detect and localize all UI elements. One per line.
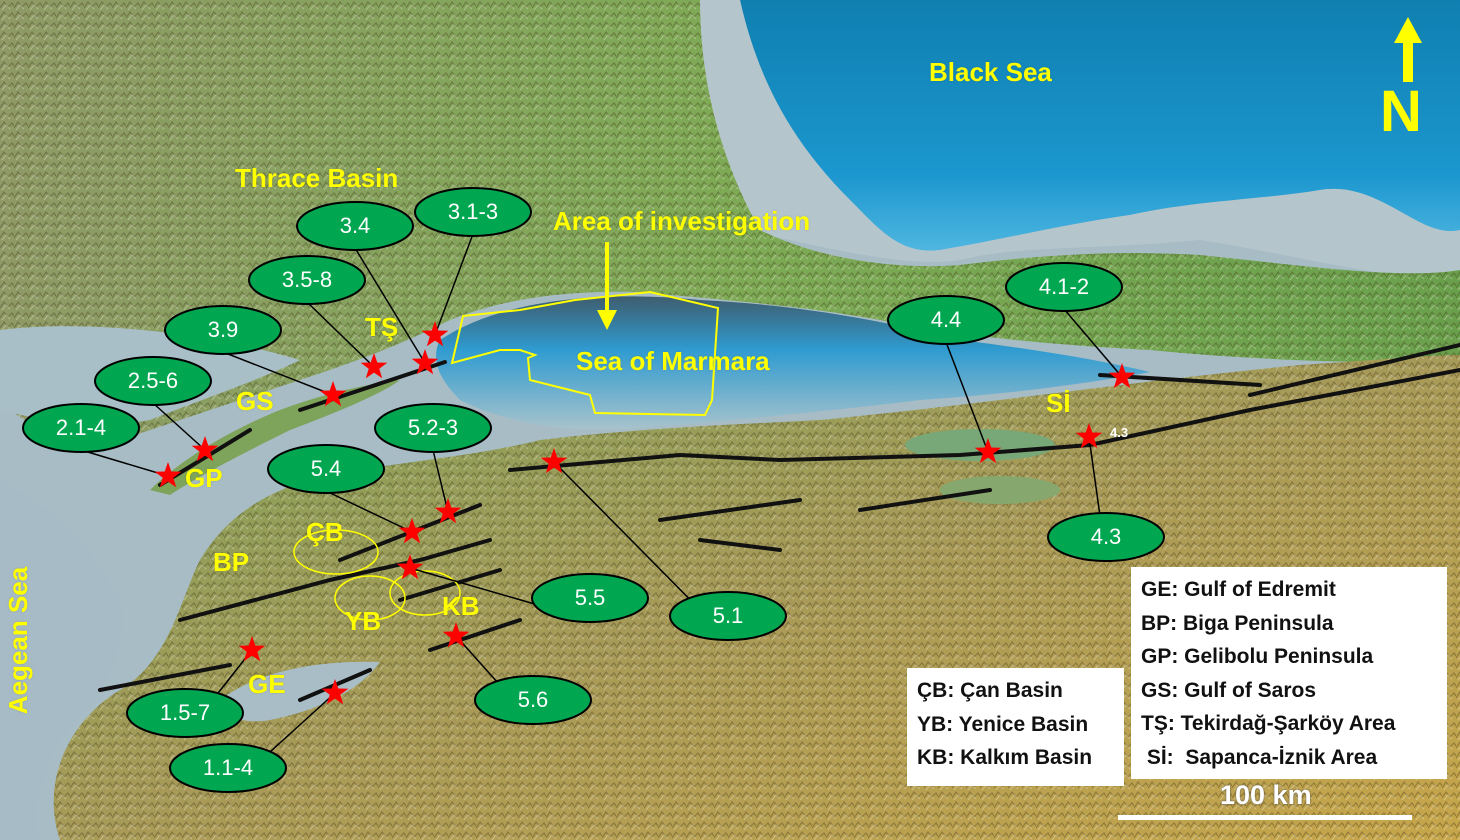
leader-line <box>1063 308 1123 378</box>
site-ellipse[interactable] <box>267 444 385 494</box>
leader-line <box>354 247 426 364</box>
legend-row: ÇB: Çan Basin <box>917 679 1063 702</box>
label-bp: BP <box>213 547 250 577</box>
site-ellipse[interactable] <box>296 201 414 251</box>
leader-line <box>945 341 989 453</box>
legend-basins: ÇB: Çan Basin YB: Yenice Basin KB: Kalkı… <box>907 668 1124 786</box>
label-black-sea: Black Sea <box>929 57 1052 87</box>
label-ts: TŞ <box>365 312 399 342</box>
leader-line <box>222 351 334 396</box>
label-sea-of-marmara: Sea of Marmara <box>576 346 770 376</box>
black-sea-shelf <box>690 0 1460 277</box>
fault-lines <box>98 343 1460 702</box>
scale-bar <box>1118 815 1412 820</box>
leader-line <box>325 490 413 533</box>
sea-of-marmara <box>436 296 1150 430</box>
iznik-lake <box>905 429 1055 461</box>
leader-line <box>432 449 449 513</box>
site-ellipse[interactable] <box>887 295 1005 345</box>
investigation-arrow <box>597 242 617 330</box>
leader-line <box>306 301 375 368</box>
site-ellipse[interactable] <box>374 403 492 453</box>
site-ellipse[interactable] <box>94 356 212 406</box>
site-ellipse[interactable] <box>531 573 649 623</box>
label-kb: KB <box>442 591 480 621</box>
site-ellipse[interactable] <box>164 305 282 355</box>
thrace-relief <box>0 0 1460 442</box>
legend-areas: GE: Gulf of Edremit BP: Biga Peninsula G… <box>1131 567 1447 779</box>
legend-row: BP: Biga Peninsula <box>1141 611 1334 635</box>
gulf-of-edremit <box>220 661 380 722</box>
site-ellipses <box>22 187 1165 793</box>
black-sea <box>740 0 1460 251</box>
site-ellipse[interactable] <box>1005 262 1123 312</box>
leader-line <box>152 402 206 451</box>
site-ellipse[interactable] <box>414 187 532 237</box>
scale-bar-label: 100 km <box>1220 780 1312 810</box>
north-label: N <box>1380 79 1422 144</box>
site-ellipse[interactable] <box>126 688 244 738</box>
site-ellipse[interactable] <box>1047 512 1165 562</box>
site-ellipse[interactable] <box>669 591 787 641</box>
legend-row: TŞ: Tekirdağ-Şarköy Area <box>1141 712 1396 735</box>
aegean-sea <box>0 480 122 840</box>
leader-line <box>80 449 169 477</box>
gelibolu-peninsula <box>150 380 400 495</box>
label-area-of-investigation: Area of investigation <box>553 206 811 236</box>
label-ge: GE <box>248 669 286 699</box>
kalkim-basin-outline[interactable] <box>389 570 461 616</box>
label-aegean-sea: Aegean Sea <box>3 566 34 715</box>
label-gs: GS <box>236 386 274 416</box>
investigation-area-outline[interactable] <box>450 290 720 417</box>
label-cb: ÇB <box>306 517 344 547</box>
site-ellipse[interactable] <box>169 743 287 793</box>
label-thrace-basin: Thrace Basin <box>235 163 399 193</box>
site-ellipse[interactable] <box>474 675 592 725</box>
yenice-basin-outline[interactable] <box>334 575 406 621</box>
can-basin-outline[interactable] <box>293 529 379 575</box>
label-si: Sİ <box>1046 388 1071 418</box>
site-ellipse[interactable] <box>248 255 366 305</box>
legend-row: GE: Gulf of Edremit <box>1141 578 1336 601</box>
star-label-4-3: 4.3 <box>1110 425 1129 440</box>
label-yb: YB <box>345 606 382 636</box>
legend-row: KB: Kalkım Basin <box>917 746 1093 769</box>
lake-south <box>940 476 1060 504</box>
site-ellipse[interactable] <box>22 403 140 453</box>
legend-row: GS: Gulf of Saros <box>1141 678 1317 702</box>
legend-row: YB: Yenice Basin <box>917 712 1089 736</box>
legend-row: Sİ: Sapanca-İznik Area <box>1141 745 1378 769</box>
legend-row: GP: Gelibolu Peninsula <box>1141 645 1374 668</box>
leader-line <box>434 233 474 336</box>
north-arrow-icon <box>1394 17 1422 82</box>
label-gp: GP <box>185 463 223 493</box>
